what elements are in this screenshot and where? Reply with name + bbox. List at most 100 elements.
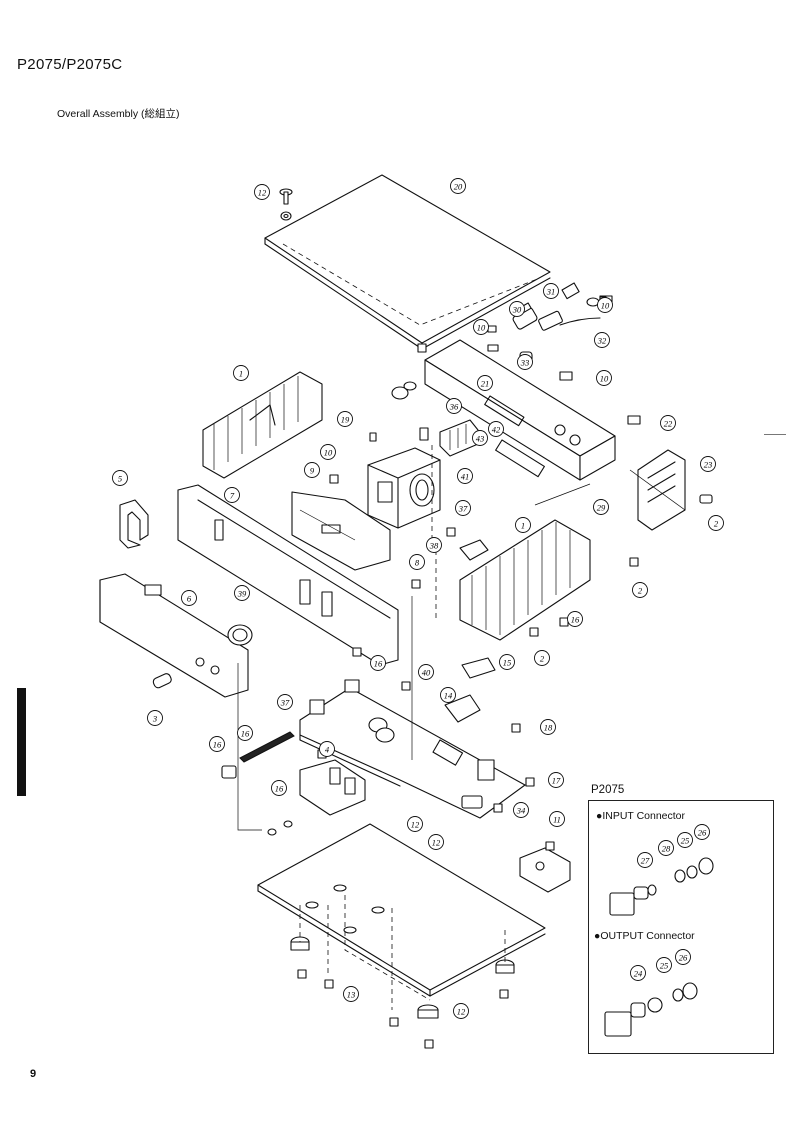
diagram-subtitle: Overall Assembly (総組立): [57, 108, 180, 120]
svg-text:25: 25: [681, 836, 690, 846]
input-connector-label: ●INPUT Connector: [596, 810, 686, 822]
callout-1: 1: [515, 517, 531, 533]
svg-text:34: 34: [516, 806, 526, 816]
output-connector-label: ●OUTPUT Connector: [594, 930, 695, 942]
svg-text:37: 37: [458, 504, 468, 514]
svg-text:10: 10: [477, 323, 486, 333]
svg-text:21: 21: [481, 379, 490, 389]
callout-20: 20: [450, 178, 466, 194]
inset-input-callout-26: 26: [694, 824, 710, 840]
transformer: [367, 447, 441, 529]
callout-10: 10: [473, 319, 489, 335]
top-cover: [264, 174, 551, 350]
callout-37: 37: [455, 500, 471, 516]
svg-text:18: 18: [544, 723, 553, 733]
callout-5: 5: [112, 470, 128, 486]
heatsink-right: [459, 519, 591, 641]
callout-16: 16: [271, 780, 287, 796]
front-subpanel: [177, 484, 399, 666]
rear-panel: [424, 339, 616, 481]
svg-text:36: 36: [449, 402, 459, 412]
svg-text:13: 13: [347, 990, 356, 1000]
page-title: P2075/P2075C: [17, 56, 123, 73]
callout-32: 32: [594, 332, 610, 348]
callout-22: 22: [660, 415, 676, 431]
svg-text:37: 37: [280, 698, 290, 708]
inset-output-callout-26: 26: [675, 949, 691, 965]
svg-text:16: 16: [213, 740, 222, 750]
callout-21: 21: [477, 375, 493, 391]
svg-text:15: 15: [503, 658, 512, 668]
meter: [227, 624, 253, 646]
callout-2: 2: [534, 650, 550, 666]
edge-mark: [764, 434, 786, 435]
callout-14: 14: [440, 687, 456, 703]
inset-output-callout-25: 25: [656, 957, 672, 973]
callout-15: 15: [499, 654, 515, 670]
callout-10: 10: [597, 297, 613, 313]
svg-text:2: 2: [638, 586, 643, 596]
svg-text:16: 16: [571, 615, 580, 625]
handle-right: [637, 449, 713, 531]
svg-text:9: 9: [310, 466, 315, 476]
callout-23: 23: [700, 456, 716, 472]
callout-36: 36: [446, 398, 462, 414]
callout-16: 16: [237, 725, 253, 741]
svg-text:4: 4: [325, 745, 330, 755]
svg-text:28: 28: [662, 844, 671, 854]
callout-2: 2: [708, 515, 724, 531]
svg-text:40: 40: [422, 668, 431, 678]
callout-8: 8: [409, 554, 425, 570]
callout-18: 18: [540, 719, 556, 735]
callout-30: 30: [509, 301, 525, 317]
page-number: 9: [30, 1068, 37, 1080]
edge-tab: [17, 688, 26, 796]
callout-2: 2: [632, 582, 648, 598]
svg-text:5: 5: [118, 474, 122, 484]
svg-text:16: 16: [241, 729, 250, 739]
svg-text:33: 33: [520, 358, 530, 368]
svg-text:1: 1: [239, 369, 243, 379]
callout-6: 6: [181, 590, 197, 606]
bracket-15: [444, 694, 481, 723]
inset-input-callout-27: 27: [637, 852, 653, 868]
svg-text:2: 2: [540, 654, 545, 664]
inset-input-callout-28: 28: [658, 840, 674, 856]
callout-17: 17: [548, 772, 564, 788]
pcb-bracket: [461, 657, 496, 679]
svg-text:17: 17: [552, 776, 561, 786]
callout-12: 12: [407, 816, 423, 832]
svg-text:19: 19: [341, 415, 350, 425]
knob: [152, 673, 172, 689]
front-panel: [99, 573, 249, 698]
inset-input-callout-25: 25: [677, 832, 693, 848]
svg-text:16: 16: [275, 784, 284, 794]
svg-text:30: 30: [512, 305, 522, 315]
svg-text:12: 12: [457, 1007, 466, 1017]
button-cap: [221, 765, 237, 779]
svg-text:29: 29: [597, 503, 606, 513]
screws: [267, 381, 639, 1049]
callout-9: 9: [304, 462, 320, 478]
svg-text:10: 10: [601, 301, 610, 311]
callout-38: 38: [426, 537, 442, 553]
svg-text:1: 1: [521, 521, 525, 531]
svg-text:26: 26: [679, 953, 688, 963]
callout-31: 31: [543, 283, 559, 299]
handle-left: [119, 499, 149, 549]
callout-16: 16: [370, 655, 386, 671]
callout-3: 3: [147, 710, 163, 726]
svg-text:43: 43: [476, 434, 485, 444]
svg-text:41: 41: [461, 472, 470, 482]
callout-40: 40: [418, 664, 434, 680]
svg-text:26: 26: [698, 828, 707, 838]
callout-12: 12: [254, 184, 270, 200]
svg-text:22: 22: [664, 419, 673, 429]
svg-text:31: 31: [546, 287, 556, 297]
svg-text:12: 12: [258, 188, 267, 198]
clamp-assembly: [519, 847, 571, 893]
callout-19: 19: [337, 411, 353, 427]
svg-text:8: 8: [415, 558, 420, 568]
